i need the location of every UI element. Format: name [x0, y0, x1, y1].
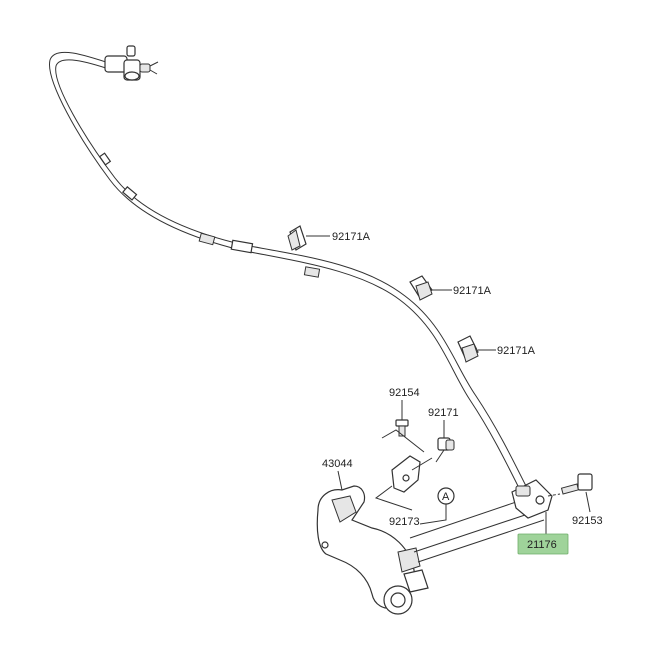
sensor: 21176	[511, 479, 569, 555]
part-label-clamp-bracket: 92173	[389, 516, 420, 528]
part-label-clamp-2: 92171A	[453, 285, 492, 297]
part-label-bracket: 43044	[322, 458, 353, 470]
clamp-3: 92171A	[457, 335, 536, 363]
axle-shaft	[409, 497, 545, 563]
ref-marker-a: A	[419, 487, 455, 525]
sensor-highlight-box	[517, 533, 569, 555]
part-label-clamp-small: 92171	[428, 407, 459, 419]
clamp-1: 92171A	[287, 225, 371, 251]
bolt-right: 92153	[547, 473, 603, 527]
part-label-clamp-3: 92171A	[497, 345, 536, 357]
part-label-sensor: 21176	[527, 539, 557, 551]
ref-marker-label: A	[442, 491, 450, 503]
clamp-small: 92171	[428, 407, 459, 463]
bracket: 43044	[316, 458, 429, 615]
part-label-bolt-top: 92154	[389, 387, 420, 399]
bolt-top: 92154	[389, 387, 420, 437]
part-label-clamp-1: 92171A	[332, 231, 371, 243]
part-label-bolt-right: 92153	[572, 515, 603, 527]
clamp-bracket: 92173	[374, 429, 433, 528]
cable-connector	[104, 45, 159, 81]
clamp-2: 92171A	[409, 275, 492, 301]
sensor-cable	[49, 51, 527, 491]
